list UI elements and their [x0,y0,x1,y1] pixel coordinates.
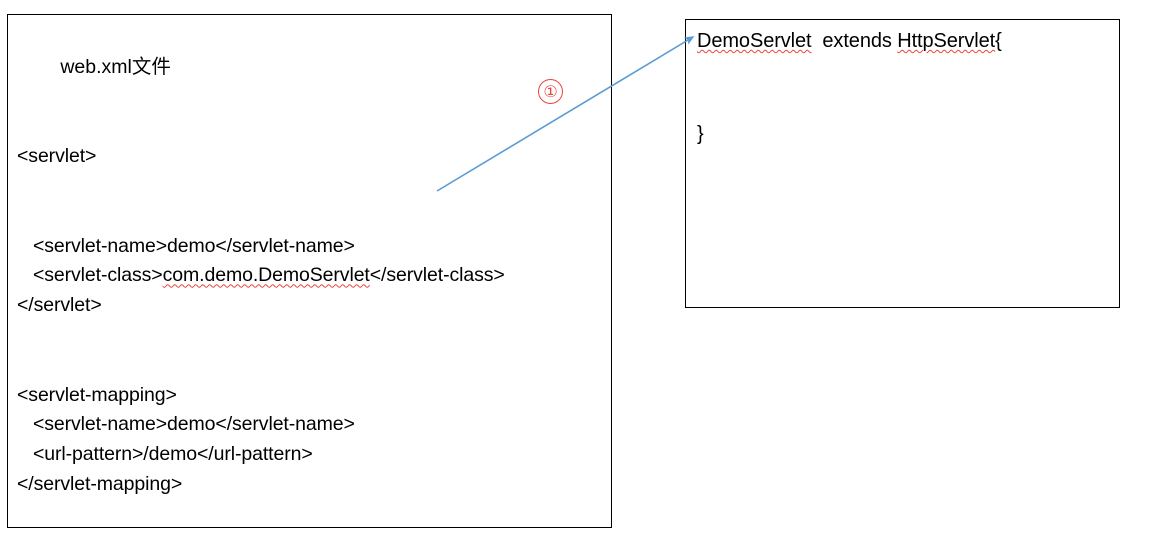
spacer-line [697,88,1002,119]
closing-brace-line: } [697,123,704,145]
servlet-name-line: <servlet-name>demo</servlet-name> [17,234,355,257]
servlet-class-open-tag: <servlet-class> [17,264,163,287]
servlet-open-tag-line: <servlet> [17,145,97,168]
class-signature-line: DemoServlet extends HttpServlet{ [697,26,1002,57]
super-class-name: HttpServlet [897,30,996,52]
url-pattern-line: <url-pattern>/demo</url-pattern> [17,443,313,466]
spacer-line [697,57,1002,88]
web-xml-title: web.xml文件 [17,23,607,112]
servlet-mapping-close-tag-line: </servlet-mapping> [17,472,183,495]
spacer-line [17,202,607,232]
extends-keyword: extends [811,30,898,52]
spacer-line [17,321,607,351]
spacer-line [17,172,607,202]
servlet-class-value: com.demo.DemoServlet [162,264,370,287]
servlet-class-line: <servlet-class>com.demo.DemoServlet</ser… [17,261,607,291]
class-name: DemoServlet [697,30,812,52]
servlet-mapping-open-tag-line: <servlet-mapping> [17,383,177,406]
web-xml-title-text: web.xml文件 [60,55,171,78]
servlet-class-close-tag: </servlet-class> [369,264,505,287]
web-xml-code-block: web.xml文件 <servlet> <servlet-name>demo</… [17,23,607,500]
spacer-line [17,351,607,381]
java-code-block: DemoServlet extends HttpServlet{ } [697,26,1002,150]
servlet-close-tag-line: </servlet> [17,294,102,317]
java-class-box: DemoServlet extends HttpServlet{ } [685,19,1120,308]
opening-brace: { [995,30,1002,52]
spacer-line [17,112,607,142]
mapping-servlet-name-line: <servlet-name>demo</servlet-name> [17,413,355,436]
callout-number-1: ① [538,79,563,104]
web-xml-box: web.xml文件 <servlet> <servlet-name>demo</… [7,14,612,528]
